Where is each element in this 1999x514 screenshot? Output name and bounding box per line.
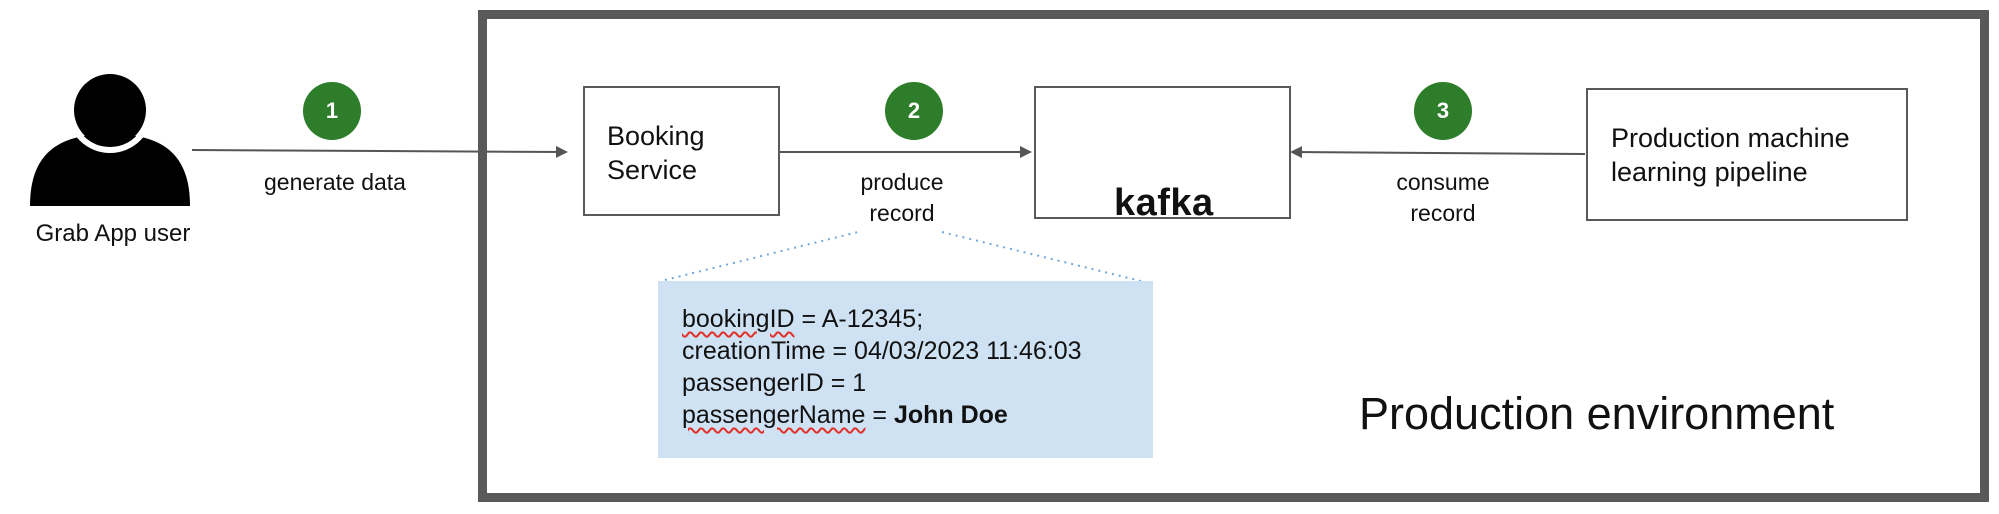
- record-booking-key: bookingID: [682, 305, 795, 333]
- kafka-node: [1034, 86, 1291, 219]
- step-3-badge: 3: [1414, 82, 1472, 140]
- production-environment-frame: [478, 10, 1989, 502]
- ml-pipeline-label-line2: learning pipeline: [1611, 157, 1808, 187]
- step-3-label-line1: consume: [1396, 169, 1490, 195]
- record-booking-value: = A-12345;: [794, 305, 924, 333]
- step-1-badge: 1: [303, 82, 361, 140]
- step-3-label-line2: record: [1410, 200, 1476, 226]
- record-creation-line: creationTime = 04/03/2023 11:46:03: [682, 337, 1082, 365]
- production-environment-label: Production environment: [1359, 388, 1835, 439]
- step-2-label-line2: record: [869, 200, 935, 226]
- record-booking-line: bookingID = A-12345;: [682, 303, 1153, 335]
- callout-line-right: [941, 231, 1154, 285]
- record-passenger-name-key: passengerName: [682, 401, 866, 429]
- record-passenger-name-line: passengerName = John Doe: [682, 399, 1153, 431]
- booking-service-label-line2: Service: [607, 155, 698, 185]
- ml-pipeline-label-line1: Production machine: [1611, 123, 1850, 153]
- record-passenger-id-line: passengerID = 1: [682, 369, 867, 397]
- arrow-user-to-booking: [191, 145, 568, 158]
- booking-service-label-line1: Booking: [607, 121, 705, 151]
- callout-line-left: [664, 231, 859, 281]
- user-icon: [30, 67, 190, 206]
- booking-service-node: [583, 86, 780, 216]
- user-label: Grab App user: [35, 220, 191, 247]
- ml-pipeline-node: [1586, 88, 1908, 221]
- record-card: bookingID = A-12345; creationTime = 04/0…: [658, 281, 1153, 458]
- arrow-pipeline-to-kafka: [1290, 146, 1586, 159]
- record-passenger-name-eq: =: [865, 401, 894, 429]
- step-1-label: generate data: [264, 169, 406, 195]
- record-passenger-name-value: John Doe: [893, 401, 1008, 429]
- step-2-label-line1: produce: [860, 169, 944, 195]
- step-2-badge: 2: [885, 82, 943, 140]
- kafka-label: kafka: [1114, 182, 1214, 224]
